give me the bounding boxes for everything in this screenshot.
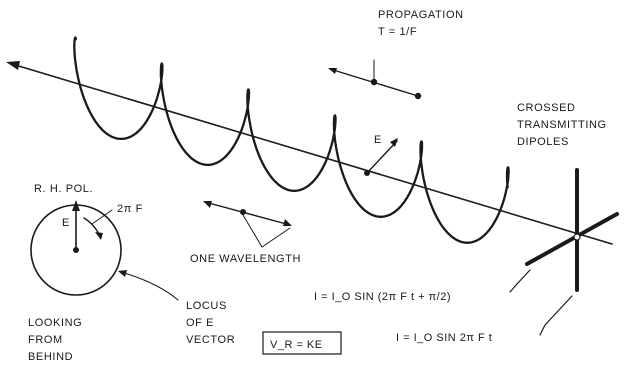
- e-vector-origin-dot: [364, 170, 370, 176]
- wavelength-arrowhead-right: [283, 219, 292, 226]
- rotation-arrowhead: [95, 232, 103, 240]
- locus-label-2: OF E: [186, 317, 214, 329]
- crossed-label-1: CROSSED: [517, 102, 576, 114]
- two-pi-f-leader: [91, 209, 113, 225]
- vr-equation-box: [262, 331, 342, 355]
- e-vector-arrowhead: [390, 138, 398, 147]
- looking-label-1: LOOKING: [28, 317, 82, 329]
- small-e-label: E: [62, 217, 70, 229]
- crossed-label-2: TRANSMITTING: [517, 119, 607, 131]
- e-vector-label: E: [374, 134, 382, 146]
- propagation-axis: [11, 63, 613, 245]
- e-vector-arrow: [366, 140, 398, 174]
- wavelength-leader-1: [242, 214, 263, 248]
- locus-leader: [120, 271, 179, 301]
- period-dot-1: [370, 78, 378, 86]
- equation-horizontal: I = I_O SIN (2π F t + π/2): [314, 291, 451, 303]
- period-dot-2: [414, 92, 422, 100]
- e-vector-helix: [73, 36, 510, 244]
- locus-label-3: VECTOR: [186, 334, 235, 346]
- wavelength-mid-dot: [240, 209, 246, 215]
- feed-line-horizontal: [509, 269, 531, 293]
- locus-arrowhead: [118, 270, 127, 277]
- equation-vertical: I = I_O SIN 2π F t: [396, 332, 492, 344]
- wavelength-leader-2: [261, 227, 291, 248]
- wavelength-arrowhead-left: [203, 201, 212, 208]
- looking-label-2: FROM: [28, 334, 63, 346]
- vr-equation: V_R = KE: [270, 339, 323, 351]
- rotating-e-arrowhead: [72, 200, 80, 211]
- propagation-label: PROPAGATION: [378, 9, 464, 21]
- rh-pol-label: R. H. POL.: [34, 183, 93, 195]
- wavelength-dimension: [204, 201, 291, 226]
- wavelength-label: ONE WAVELENGTH: [190, 253, 301, 265]
- two-pi-f-label: 2π F: [117, 203, 143, 215]
- circle-center-dot: [73, 247, 79, 253]
- period-arrowhead: [328, 68, 337, 74]
- period-label: T = 1/F: [378, 26, 417, 38]
- feed-line-vertical: [539, 295, 573, 336]
- dipole-feed-point: [573, 233, 581, 241]
- axis-arrowhead: [6, 61, 20, 70]
- crossed-label-3: DIPOLES: [517, 136, 569, 148]
- looking-label-3: BEHIND: [28, 351, 73, 363]
- locus-label-1: LOCUS: [186, 300, 227, 312]
- horizontal-dipole: [525, 212, 619, 266]
